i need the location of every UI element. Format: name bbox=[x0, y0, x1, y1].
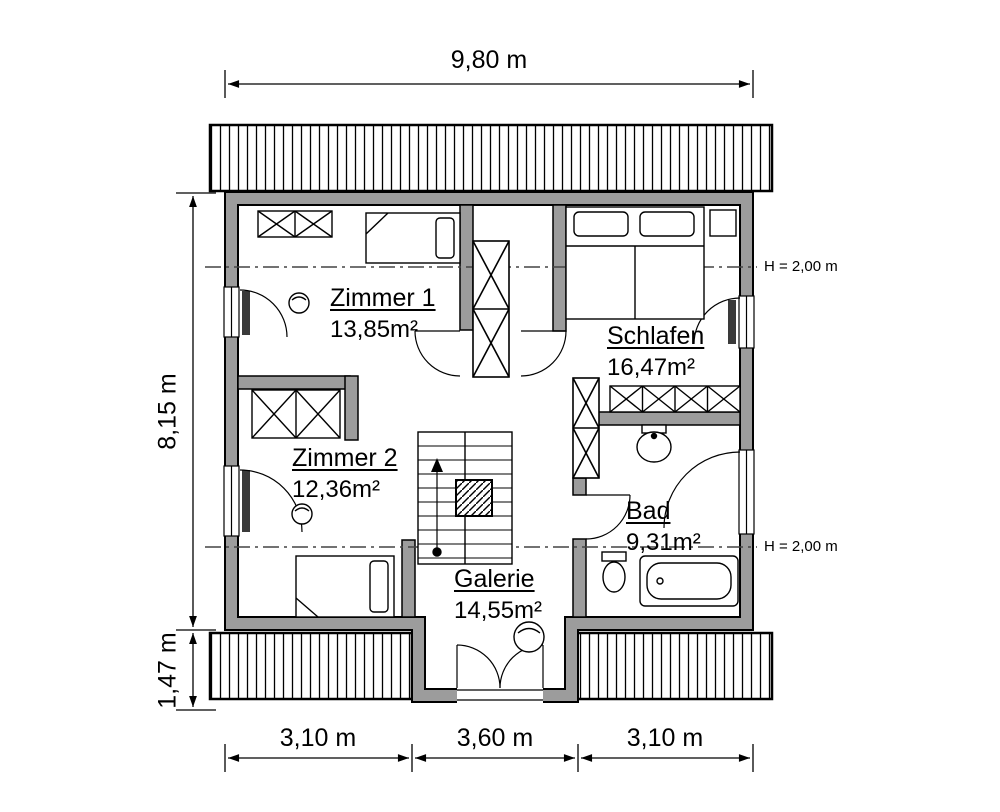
bed-zimmer1 bbox=[365, 212, 461, 264]
dimension-top-label: 9,80 m bbox=[450, 46, 528, 74]
room-name-schlafen: Schlafen bbox=[607, 322, 705, 350]
window-swing-zimmer1 bbox=[239, 289, 288, 338]
dimension-bottom bbox=[224, 744, 754, 772]
room-label-zimmer1: Zimmer 1 13,85m² bbox=[330, 284, 436, 344]
wardrobe-zimmer1 bbox=[257, 210, 333, 238]
wardrobe-zimmer2 bbox=[251, 389, 341, 439]
door-zimmer1 bbox=[414, 330, 461, 377]
french-door-galerie bbox=[456, 644, 544, 689]
room-name-zimmer2: Zimmer 2 bbox=[292, 444, 398, 472]
shaft-column-left bbox=[472, 240, 510, 378]
table-galerie bbox=[513, 621, 545, 653]
room-area-zimmer2: 12,36m² bbox=[292, 476, 381, 503]
room-label-galerie: Galerie 14,55m² bbox=[454, 565, 542, 625]
room-area-bad: 9,31m² bbox=[626, 529, 701, 556]
window-swing-schlafen bbox=[693, 297, 741, 345]
toilet bbox=[601, 551, 627, 593]
room-name-bad: Bad bbox=[626, 497, 671, 525]
shaft-column-right bbox=[572, 377, 600, 479]
windows bbox=[223, 286, 755, 537]
window-zimmer1 bbox=[223, 286, 240, 338]
window-schlafen bbox=[738, 295, 755, 349]
room-area-galerie: 14,55m² bbox=[454, 597, 543, 624]
door-bad bbox=[585, 494, 631, 540]
bed-schlafen bbox=[565, 206, 705, 320]
room-name-galerie: Galerie bbox=[454, 565, 535, 593]
roller-shutter-boxes bbox=[242, 291, 736, 532]
dimension-bottom-center-label: 3,60 m bbox=[456, 724, 534, 752]
interior-walls bbox=[237, 204, 741, 618]
door-schlafen bbox=[520, 330, 567, 377]
window-zimmer2 bbox=[223, 465, 240, 537]
bed-zimmer2 bbox=[295, 555, 395, 618]
stool-zimmer1 bbox=[288, 292, 310, 314]
dimension-bottom-left-label: 3,10 m bbox=[279, 724, 357, 752]
furniture bbox=[251, 206, 741, 653]
room-area-zimmer1: 13,85m² bbox=[330, 316, 419, 343]
room-name-zimmer1: Zimmer 1 bbox=[330, 284, 436, 312]
window-swing-bad bbox=[663, 451, 741, 529]
wardrobe-schlafen bbox=[609, 385, 741, 413]
dimension-left bbox=[176, 192, 216, 711]
bathtub bbox=[639, 555, 739, 607]
bay-door-opening bbox=[457, 687, 543, 703]
dimension-left-lower-label: 1,47 m bbox=[153, 632, 182, 709]
dimension-left-label: 8,15 m bbox=[153, 373, 182, 450]
dimension-top bbox=[224, 70, 754, 98]
dimension-bottom-right-label: 3,10 m bbox=[626, 724, 704, 752]
height-marker-upper: H = 2,00 m bbox=[764, 258, 838, 275]
dimension-lines bbox=[176, 70, 754, 772]
room-label-bad: Bad 9,31m² bbox=[626, 497, 701, 557]
roof-overhang-top bbox=[208, 123, 774, 193]
sink bbox=[636, 424, 672, 463]
chimney bbox=[455, 479, 493, 517]
room-label-zimmer2: Zimmer 2 12,36m² bbox=[292, 444, 398, 504]
window-bad bbox=[738, 449, 755, 535]
roof-overhang-bottom bbox=[208, 631, 774, 701]
room-label-schlafen: Schlafen 16,47m² bbox=[607, 322, 704, 382]
nightstand-schlafen bbox=[709, 209, 737, 237]
room-area-schlafen: 16,47m² bbox=[607, 354, 696, 381]
stool-zimmer2 bbox=[291, 503, 313, 525]
height-marker-lower: H = 2,00 m bbox=[764, 538, 838, 555]
